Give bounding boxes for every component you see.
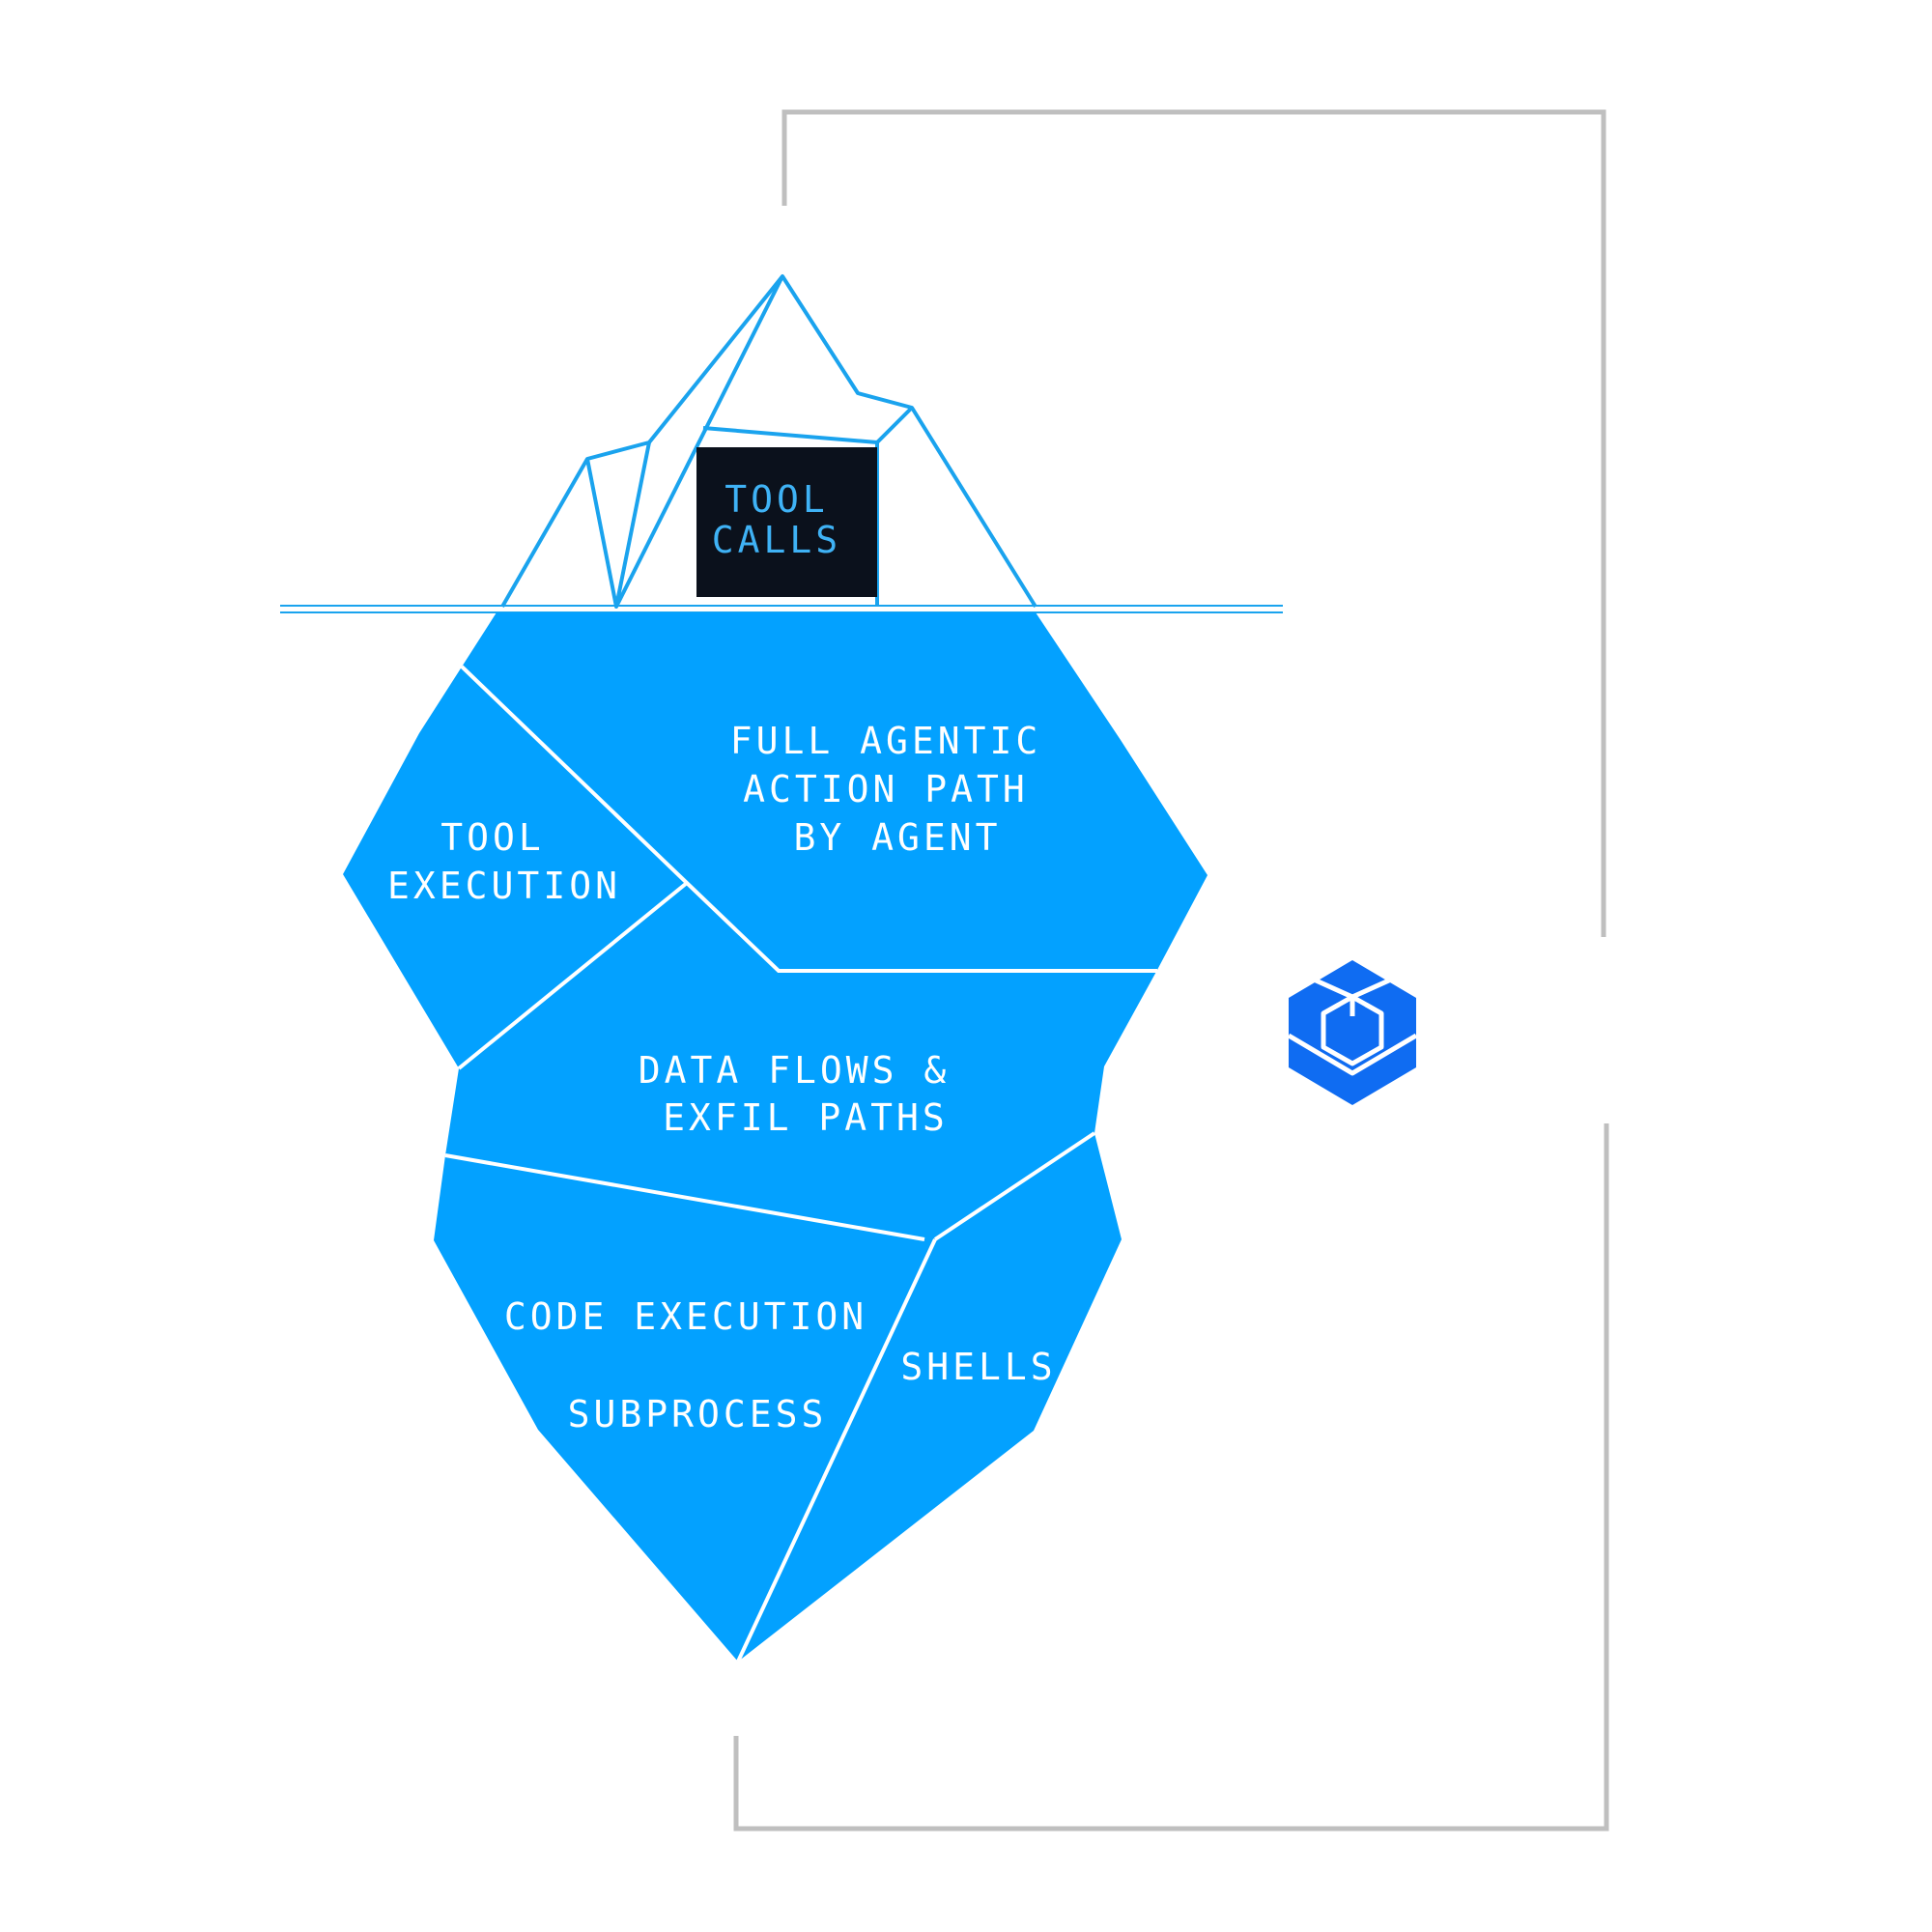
- tool-calls-label-line1: TOOL: [724, 478, 829, 521]
- cube-logo-icon: [1287, 960, 1418, 1105]
- code-execution-line2: SUBPROCESS: [568, 1393, 828, 1435]
- data-flows-line2: EXFIL PATHS: [663, 1096, 949, 1139]
- full-agentic-line3: BY AGENT: [793, 816, 1001, 859]
- tool-calls-box: [696, 447, 877, 597]
- shells-line1: SHELLS: [900, 1346, 1056, 1388]
- segment-tool-execution: TOOL EXECUTION: [387, 816, 621, 907]
- tool-execution-line2: EXECUTION: [387, 865, 621, 907]
- code-execution-line1: CODE EXECUTION: [504, 1295, 867, 1338]
- data-flows-line1: DATA FLOWS &: [639, 1049, 951, 1092]
- segment-dividers: [444, 665, 1157, 1662]
- segment-code-execution: CODE EXECUTION SUBPROCESS: [504, 1295, 867, 1435]
- tool-calls-label-line2: CALLS: [712, 519, 841, 561]
- full-agentic-line1: FULL AGENTIC: [730, 720, 1042, 762]
- frame-bottom-bracket: [733, 1123, 1609, 1832]
- frame-top-bracket: [781, 109, 1606, 937]
- tool-execution-line1: TOOL: [440, 816, 545, 859]
- segment-shells: SHELLS: [900, 1346, 1056, 1388]
- segment-data-flows: DATA FLOWS & EXFIL PATHS: [639, 1049, 951, 1139]
- full-agentic-line2: ACTION PATH: [743, 768, 1029, 810]
- iceberg-body: [343, 612, 1208, 1662]
- segment-full-agentic: FULL AGENTIC ACTION PATH BY AGENT: [730, 720, 1042, 859]
